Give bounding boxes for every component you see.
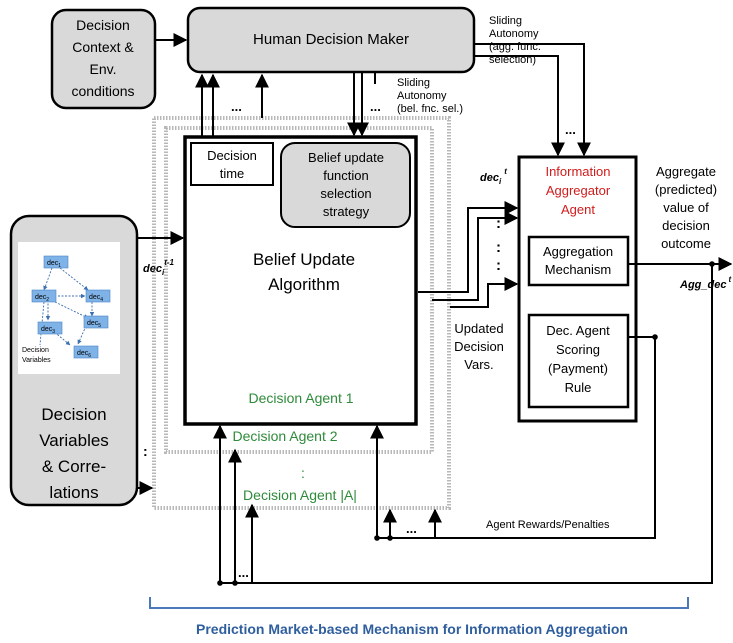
rewards-label: Agent Rewards/Penalties [486, 519, 610, 531]
decision-vars-line2: Variables [39, 431, 109, 450]
updated-vars-line3: Vars. [464, 357, 493, 372]
agg-mech-line2: Mechanism [545, 262, 611, 277]
updated-vars-line2: Decision [454, 339, 504, 354]
context-line1: Decision [76, 17, 130, 33]
scoring-box [527, 313, 630, 409]
belief-algorithm-line2: Algorithm [268, 275, 340, 294]
vdots-left: : [143, 443, 148, 459]
decision-time-box [190, 142, 274, 186]
info-agg-line1: Information [545, 164, 610, 179]
agg-mech-box [527, 235, 630, 287]
aggregate-line4: decision [662, 218, 710, 233]
variables-thumbnail [18, 242, 120, 374]
decision-vars-line3: & Corre- [42, 457, 106, 476]
scoring-line3: (Payment) [548, 361, 608, 376]
sliding-agg-line2: Autonomy [489, 28, 539, 40]
agent-colon-label: : [301, 465, 305, 481]
belief-strategy-line2: function [323, 168, 369, 183]
context-box [50, 8, 157, 110]
vdots-3: : [496, 257, 501, 274]
svg-text:dec1: dec1 [47, 260, 61, 269]
human-box [186, 6, 476, 74]
vdots-2: : [496, 239, 501, 256]
context-line2: Context & [72, 39, 134, 55]
svg-text:dec5: dec5 [87, 320, 101, 329]
aggregate-line3: value of [663, 200, 709, 215]
agent-2-frame [164, 126, 434, 454]
aggregate-line1: Aggregate [656, 164, 716, 179]
decision-time-line1: Decision [207, 148, 257, 163]
ellipsis-bottom: ... [238, 565, 249, 580]
caption: Prediction Market-based Mechanism for In… [196, 621, 628, 637]
agg-mech-line1: Aggregation [543, 244, 613, 259]
sliding-bel-line2: Autonomy [397, 90, 447, 102]
agent-A-frame [152, 116, 451, 510]
thumbnail-node-labels: dec1 dec2 dec3 dec4 dec5 dec6 [35, 260, 103, 359]
thumbnail-label-1: Decision [22, 347, 49, 354]
decision-time-line2: time [220, 166, 245, 181]
context-line4: conditions [71, 83, 134, 99]
ellipsis-top: ... [231, 99, 242, 114]
sliding-agg-line3: (agg. func. [489, 41, 541, 53]
connectors [137, 33, 733, 584]
agent-A-label: Decision Agent |A| [243, 487, 357, 503]
info-agg-line2: Aggregator [546, 183, 611, 198]
vdots-1: : [496, 215, 501, 232]
bottom-bracket [149, 597, 689, 609]
dec-input-label: decit-1 [143, 258, 175, 277]
svg-text:dec4: dec4 [89, 294, 103, 303]
svg-text:dec3: dec3 [41, 326, 55, 335]
human-label: Human Decision Maker [253, 31, 409, 48]
decision-vars-line1: Decision [41, 405, 106, 424]
sliding-agg-line1: Sliding [489, 15, 522, 27]
decision-vars-line4: lations [49, 483, 98, 502]
updated-vars-line1: Updated [454, 321, 503, 336]
svg-text:dec6: dec6 [77, 350, 91, 359]
junction-dots [217, 261, 715, 586]
ellipsis-info: ... [565, 122, 576, 137]
belief-strategy-line4: strategy [323, 204, 370, 219]
ellipsis-human-agent: ... [370, 99, 381, 114]
ellipsis-rewards: ... [406, 521, 417, 536]
belief-strategy-line3: selection [320, 186, 371, 201]
agent-2-label: Decision Agent 2 [232, 428, 337, 444]
info-agg-line3: Agent [561, 202, 595, 217]
agent-1-label: Decision Agent 1 [248, 390, 353, 406]
sliding-bel-line1: Sliding [397, 77, 430, 89]
thumbnail-nodes [31, 255, 111, 359]
aggregate-line5: outcome [661, 236, 711, 251]
belief-strategy-line1: Belief update [308, 150, 384, 165]
scoring-line4: Rule [565, 380, 592, 395]
sliding-agg-line4: selection) [489, 54, 536, 66]
sliding-bel-line3: (bel. fnc. sel.) [397, 103, 463, 115]
thumbnail-label-2: Variables [22, 357, 51, 364]
scoring-line1: Dec. Agent [546, 323, 610, 338]
belief-strategy-box [280, 142, 411, 228]
dec-output-label: decit [480, 167, 507, 186]
svg-text:dec2: dec2 [35, 294, 49, 303]
scoring-line2: Scoring [556, 342, 600, 357]
aggregate-line2: (predicted) [655, 182, 717, 197]
belief-algorithm-line1: Belief Update [253, 250, 355, 269]
context-line3: Env. [90, 61, 117, 77]
